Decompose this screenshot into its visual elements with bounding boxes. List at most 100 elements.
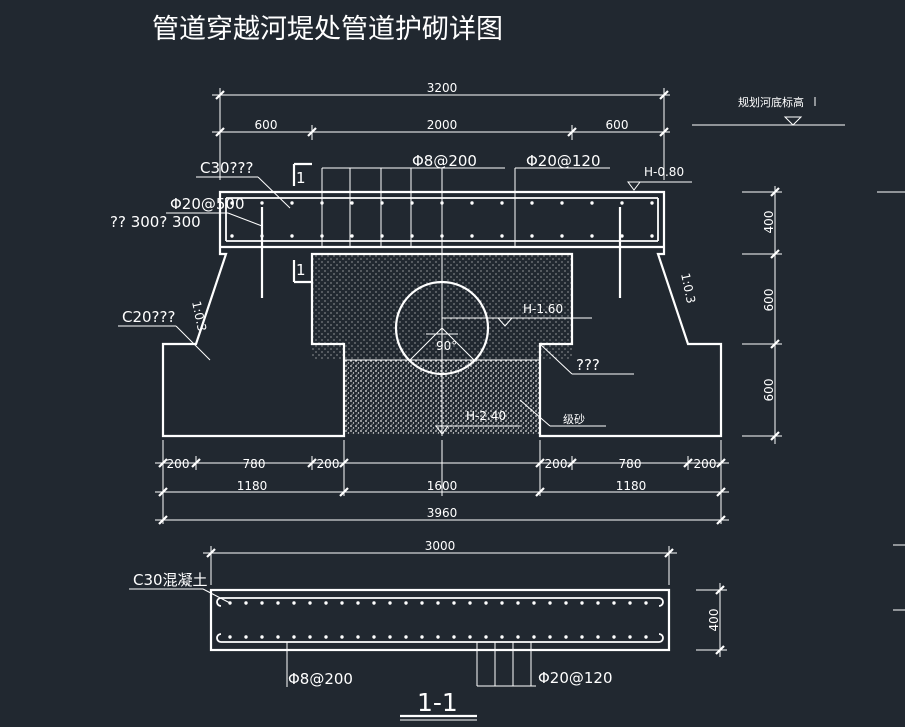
- right-dimensions: 400 600 600: [742, 186, 782, 444]
- rebar-dot: [580, 601, 584, 605]
- dim-right-600b: 600: [762, 379, 776, 402]
- c30-top-label: C30???: [200, 159, 253, 177]
- rebar-dot: [564, 601, 568, 605]
- rebar-dot: [484, 635, 488, 639]
- dim-bottom-1600: 1600: [427, 479, 458, 493]
- rebar-dot: [484, 601, 488, 605]
- rebar-dot: [532, 601, 536, 605]
- rebar-dot: [244, 601, 248, 605]
- rebar-dot: [500, 234, 504, 238]
- rebar-dot: [470, 201, 474, 205]
- cap-rebar-dots: [230, 201, 654, 238]
- label-rebar-left: Φ20@500 ?? 300? 300: [110, 195, 263, 231]
- rebar-dot: [420, 601, 424, 605]
- rebar-dot: [350, 201, 354, 205]
- dim-bottom-200b: 200: [317, 457, 340, 471]
- plan-elevation-label: 规划河底标高: [738, 95, 804, 109]
- rebar-dot: [276, 635, 280, 639]
- rebar-dot: [644, 601, 648, 605]
- rebar-dot: [516, 601, 520, 605]
- rebar-dot: [356, 635, 360, 639]
- rebar-dot: [372, 601, 376, 605]
- rebar-dot: [404, 635, 408, 639]
- rebar-dot: [340, 601, 344, 605]
- rebar-dot: [404, 601, 408, 605]
- rebar-dot: [292, 601, 296, 605]
- rebar-dot: [530, 201, 534, 205]
- section-mark-bottom: 1: [296, 261, 306, 279]
- sec-rebar-b-label: Φ20@120: [538, 669, 613, 687]
- rebar-dot: [436, 635, 440, 639]
- rebar-dot: [436, 601, 440, 605]
- rebar-top-label: Φ8@200: [412, 152, 477, 170]
- dim-bottom-1180a: 1180: [237, 479, 268, 493]
- rebar-dot: [500, 601, 504, 605]
- plan-elevation-mark: 规划河底标高: [692, 95, 845, 126]
- section-rebar-hooks: [216, 597, 664, 643]
- section-mark-top: 1: [296, 169, 306, 187]
- rebar-dot: [596, 635, 600, 639]
- dim-top-right: 600: [606, 118, 629, 132]
- label-c20: C20???: [118, 308, 211, 361]
- elev-bottom-label: H-2.40: [466, 409, 506, 423]
- rebar-dot: [230, 234, 234, 238]
- dim-top-mid: 2000: [427, 118, 458, 132]
- section-1-1-dims: 3000 400: [203, 539, 727, 657]
- dim-section-height: 400: [707, 609, 721, 632]
- rebar-dot: [228, 635, 232, 639]
- rebar-dot: [580, 635, 584, 639]
- angle-label: 90°: [436, 339, 457, 353]
- section-title: 1-1: [417, 688, 458, 717]
- gravel-label: 级砂: [563, 413, 585, 426]
- rebar-dot: [468, 601, 472, 605]
- rebar-dot: [292, 635, 296, 639]
- c30-section-label: C30混凝土: [133, 571, 208, 589]
- rebar-dot: [620, 234, 624, 238]
- rebar-dot: [468, 635, 472, 639]
- rebar-dot: [628, 635, 632, 639]
- rebar-dot: [340, 635, 344, 639]
- rebar-dot: [308, 635, 312, 639]
- rebar-dot: [500, 635, 504, 639]
- elev-bottom-mark: H-2.40: [435, 409, 520, 435]
- dim-bottom-200d: 200: [694, 457, 717, 471]
- rebar-dot: [372, 635, 376, 639]
- rebar-dot: [590, 201, 594, 205]
- section-slab: [209, 588, 671, 652]
- rebar-dot: [388, 601, 392, 605]
- slope-left-label: 1:0.3: [189, 300, 209, 333]
- section-rebar-dots: [228, 601, 648, 639]
- rebar-dot: [452, 635, 456, 639]
- rebar-dot: [244, 635, 248, 639]
- elev-pipe-label: H-1.60: [523, 302, 563, 316]
- dim-right-400: 400: [762, 211, 776, 234]
- rebar-dot: [500, 201, 504, 205]
- rebar-dot: [388, 635, 392, 639]
- rebar-dot: [530, 234, 534, 238]
- rebar-dot: [644, 635, 648, 639]
- rebar-dot: [452, 601, 456, 605]
- rebar-leaders: [321, 167, 610, 248]
- dim-bottom-780b: 780: [619, 457, 642, 471]
- rebar-dot: [324, 635, 328, 639]
- drawing-title: 管道穿越河堤处管道护砌详图: [152, 14, 503, 45]
- concrete-profile: [161, 190, 723, 438]
- rebar-dot: [612, 601, 616, 605]
- sec-rebar-a-label: Φ8@200: [288, 670, 353, 688]
- spacing-label: ?? 300? 300: [110, 213, 201, 231]
- dim-top-total: 3200: [427, 81, 458, 95]
- rebar-dot: [564, 635, 568, 639]
- rebar-dot: [590, 234, 594, 238]
- rebar-dot: [290, 201, 294, 205]
- dim-bottom-1180b: 1180: [616, 479, 647, 493]
- slope-right-label: 1:0.3: [678, 272, 698, 305]
- rebar-dot: [516, 635, 520, 639]
- top-dimensions: 3200 600 2000 600: [212, 81, 670, 180]
- rebar-dot: [628, 601, 632, 605]
- rebar-dot: [356, 601, 360, 605]
- rebar-dot: [612, 635, 616, 639]
- elev-top-label: H-0.80: [644, 165, 684, 179]
- dim-section-length: 3000: [425, 539, 456, 553]
- rebar-dot: [260, 601, 264, 605]
- rebar-dot: [620, 201, 624, 205]
